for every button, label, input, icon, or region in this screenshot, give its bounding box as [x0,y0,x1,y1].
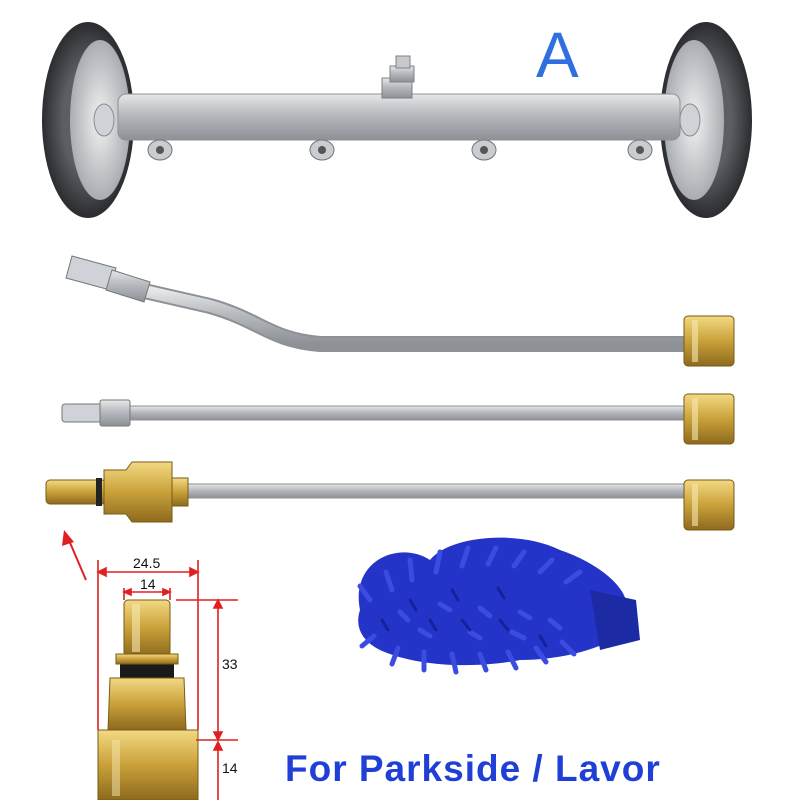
top-quick-connect [381,55,415,99]
straight-wand-quick-plug [61,399,131,427]
adapter-closeup [97,599,199,800]
dimension-width-outer: 24.5 [133,555,161,571]
left-wheel [42,22,134,218]
spray-nozzles [147,139,653,161]
dimension-height-lower: 14 [222,760,238,776]
compatibility-caption: For Parkside / Lavor [285,748,661,789]
red-arrow-icon [62,530,87,581]
dimension-height-upper: 33 [222,656,238,672]
straight-wand-brass-coupler [683,393,735,445]
curved-extension-wand [65,255,735,367]
variant-letter: A [536,19,579,91]
curved-wand-brass-coupler [683,315,735,367]
dimension-lines [96,560,238,800]
parkside-adapter-plug [45,461,189,523]
surface-cleaner-bar [42,22,752,218]
curved-wand-quick-plug [65,255,151,303]
microfiber-wash-mitt [357,537,640,675]
straight-extension-wand [61,393,735,445]
dimension-width-inner: 14 [140,576,156,592]
right-wheel [660,22,752,218]
adapter-wand-brass-coupler [683,479,735,531]
parkside-adapter-wand [45,461,735,531]
